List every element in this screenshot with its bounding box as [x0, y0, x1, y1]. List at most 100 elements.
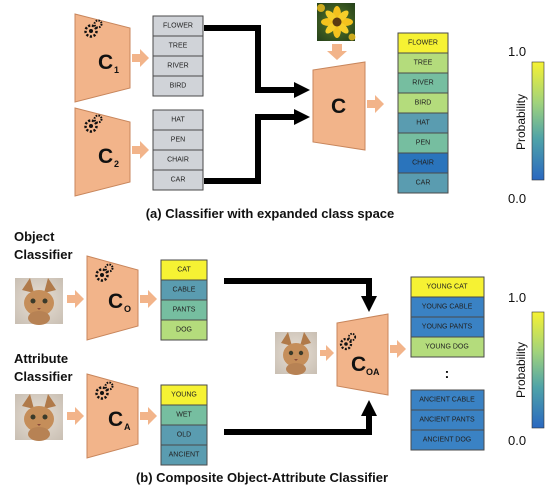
gear-icon [104, 381, 114, 391]
block-arrow [67, 407, 84, 425]
block-arrow [327, 44, 347, 60]
output-box [410, 336, 485, 358]
output-label: YOUNG CAT [426, 284, 468, 291]
output-label: CHAIR [412, 160, 434, 167]
colorbar-a: 1.0 0.0 Probability [508, 44, 545, 206]
object-title-line1: Object [14, 229, 55, 244]
cat-image [275, 332, 317, 375]
output-label: ANCIENT CABLE [419, 397, 475, 404]
classifier-c2-trapezoid [74, 107, 131, 197]
class-label: YOUNG [171, 392, 197, 399]
class-label: DOG [176, 327, 192, 334]
classifier-coa-letter: C [351, 353, 366, 376]
cat-image [15, 278, 63, 325]
colorbar-top-label: 1.0 [508, 44, 526, 59]
ellipsis: : [445, 365, 450, 381]
class-label: CAR [171, 177, 186, 184]
gear-icon [93, 114, 103, 124]
gear-icon [95, 268, 109, 282]
output-label: CAR [416, 180, 431, 187]
output-label: BIRD [415, 100, 432, 107]
class-box [160, 319, 208, 341]
output-label: RIVER [412, 80, 433, 87]
classifier-c1-sub: 1 [114, 65, 119, 75]
flower-image [317, 3, 356, 41]
cat-image [15, 394, 63, 441]
output-label: ANCIENT DOG [423, 437, 472, 444]
output-label: PEN [416, 140, 430, 147]
block-arrow [320, 345, 334, 361]
block-arrow [132, 49, 149, 67]
gear-icon [84, 119, 98, 133]
class-label: TREE [169, 43, 188, 50]
class-list-c1: FLOWER TREE RIVER BIRD [152, 15, 204, 97]
output-box [410, 429, 485, 451]
class-label: ANCIENT [169, 452, 200, 459]
classifier-ca-trapezoid [86, 373, 139, 459]
class-label: HAT [171, 117, 185, 124]
gear-icon [104, 263, 114, 273]
colorbar-gradient [531, 61, 545, 181]
output-label: YOUNG CABLE [422, 304, 473, 311]
classifier-coa-sub: OA [366, 367, 380, 377]
block-arrow [367, 95, 384, 113]
attribute-title-line2: Classifier [14, 369, 73, 384]
colorbar-axis-label: Probability [514, 94, 528, 150]
class-box [152, 75, 204, 97]
classifier-coa-trapezoid [336, 313, 389, 396]
classifier-c1: C 1 [74, 13, 131, 103]
connector-arrow-bottom [204, 114, 296, 184]
block-arrow [132, 141, 149, 159]
classifier-ca-letter: C [108, 408, 123, 431]
class-list-ca: YOUNG WET OLD ANCIENT [160, 384, 208, 466]
classifier-c1-letter: C [98, 51, 113, 74]
block-arrow [140, 290, 157, 308]
output-label: YOUNG DOG [425, 344, 469, 351]
output-label: TREE [414, 60, 433, 67]
gear-icon [339, 337, 353, 351]
class-label: PANTS [173, 307, 196, 314]
gear-icon [347, 332, 357, 342]
output-list-b: YOUNG CAT YOUNG CABLE YOUNG PANTS YOUNG … [410, 276, 485, 451]
arrowhead [294, 109, 310, 125]
output-label: ANCIENT PANTS [419, 417, 475, 424]
class-label: FLOWER [163, 23, 193, 30]
class-label: WET [176, 412, 192, 419]
arrowhead [361, 400, 377, 416]
caption-a: (a) Classifier with expanded class space [146, 206, 395, 221]
classifier-co: C O [86, 255, 139, 341]
colorbar-top-label: 1.0 [508, 290, 526, 305]
attribute-title-line1: Attribute [14, 351, 68, 366]
connector-arrow-top [204, 25, 296, 93]
classifier-c2-sub: 2 [114, 159, 119, 169]
output-label: YOUNG PANTS [422, 324, 473, 331]
section-a: C 1 FLOWER TREE RIVER BIRD C 2 [74, 3, 545, 221]
class-label: CAT [177, 267, 191, 274]
output-label: HAT [416, 120, 430, 127]
output-box [397, 172, 449, 194]
colorbar-b: 1.0 0.0 Probability [508, 290, 545, 448]
block-arrow [67, 290, 84, 308]
colorbar-bottom-label: 0.0 [508, 433, 526, 448]
arrowhead [361, 296, 377, 312]
section-b: Object Classifier Attribute Classifier [14, 229, 545, 485]
classifier-co-sub: O [124, 304, 131, 314]
classifier-c-letter: C [331, 95, 346, 118]
caption-b: (b) Composite Object-Attribute Classifie… [136, 470, 388, 485]
gear-icon [95, 386, 109, 400]
class-list-c2: HAT PEN CHAIR CAR [152, 109, 204, 191]
block-arrow [140, 407, 157, 425]
class-label: CABLE [173, 287, 196, 294]
classifier-ca-sub: A [124, 422, 131, 432]
class-box [152, 169, 204, 191]
colorbar-bottom-label: 0.0 [508, 191, 526, 206]
classifier-c2-letter: C [98, 145, 113, 168]
class-label: RIVER [167, 63, 188, 70]
classifier-c2: C 2 [74, 107, 131, 197]
colorbar-gradient [531, 311, 545, 429]
connector-arrow-attribute [224, 414, 372, 435]
class-label: BIRD [170, 83, 187, 90]
classifier-ca: C A [86, 373, 139, 459]
classifier-co-letter: C [108, 290, 123, 313]
